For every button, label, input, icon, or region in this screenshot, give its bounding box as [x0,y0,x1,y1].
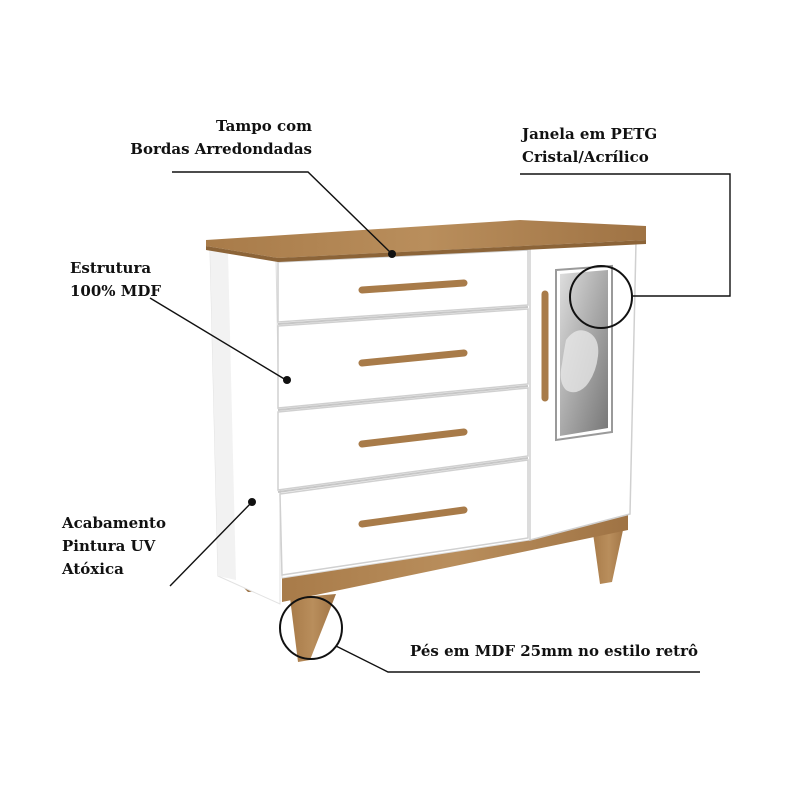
callout-pes-line1: Pés em MDF 25mm no estilo retrô [410,642,699,660]
callout-tampo-line2: Bordas Arredondadas [130,140,312,158]
pes-leader [335,645,700,673]
callout-janela-line1: Janela em PETG [522,125,658,143]
drawer-divider-1 [277,306,529,325]
drawer-handles [358,279,468,528]
wood-top-edge [206,240,646,262]
tampo-leader [172,171,393,255]
estrutura-leader [149,297,287,381]
drawer-handle-1[interactable] [358,279,468,294]
callout-pes: Pés em MDF 25mm no estilo retrô [410,640,698,663]
drawer-handle-2[interactable] [358,349,468,367]
drawer-divider-2 [277,385,529,411]
callout-acabamento-line3: Atóxica [62,560,124,578]
tampo-dot [388,250,396,258]
callout-tampo: Tampo com Bordas Arredondadas [130,115,312,161]
acabamento-leader [169,501,253,587]
janela-leader [520,173,731,297]
callout-janela-line2: Cristal/Acrílico [522,148,649,166]
drawer-handle-4[interactable] [358,506,468,528]
drawer-divider-3 [277,457,529,493]
drawers [277,249,529,576]
callout-acabamento-line1: Acabamento [62,514,166,532]
callout-estrutura-line1: Estrutura [70,259,152,277]
callout-estrutura-line2: 100% MDF [70,282,162,300]
callout-tampo-line1: Tampo com [215,117,312,135]
callout-acabamento: Acabamento Pintura UV Atóxica [62,512,166,581]
acabamento-dot [248,498,256,506]
callout-estrutura: Estrutura 100% MDF [70,257,161,303]
callout-lines [149,171,731,673]
side-shadow [210,248,236,580]
drawer-handle-3[interactable] [358,428,468,448]
callout-acabamento-line2: Pintura UV [62,537,156,555]
clothes-inside [560,330,599,393]
glass-window [555,264,613,442]
callout-janela: Janela em PETG Cristal/Acrílico [522,123,657,169]
wood-top [206,220,646,258]
leg-front-left [290,594,336,662]
window-zoom-circle [569,265,633,329]
estrutura-dot [283,376,291,384]
leg-zoom-circle [279,596,343,660]
